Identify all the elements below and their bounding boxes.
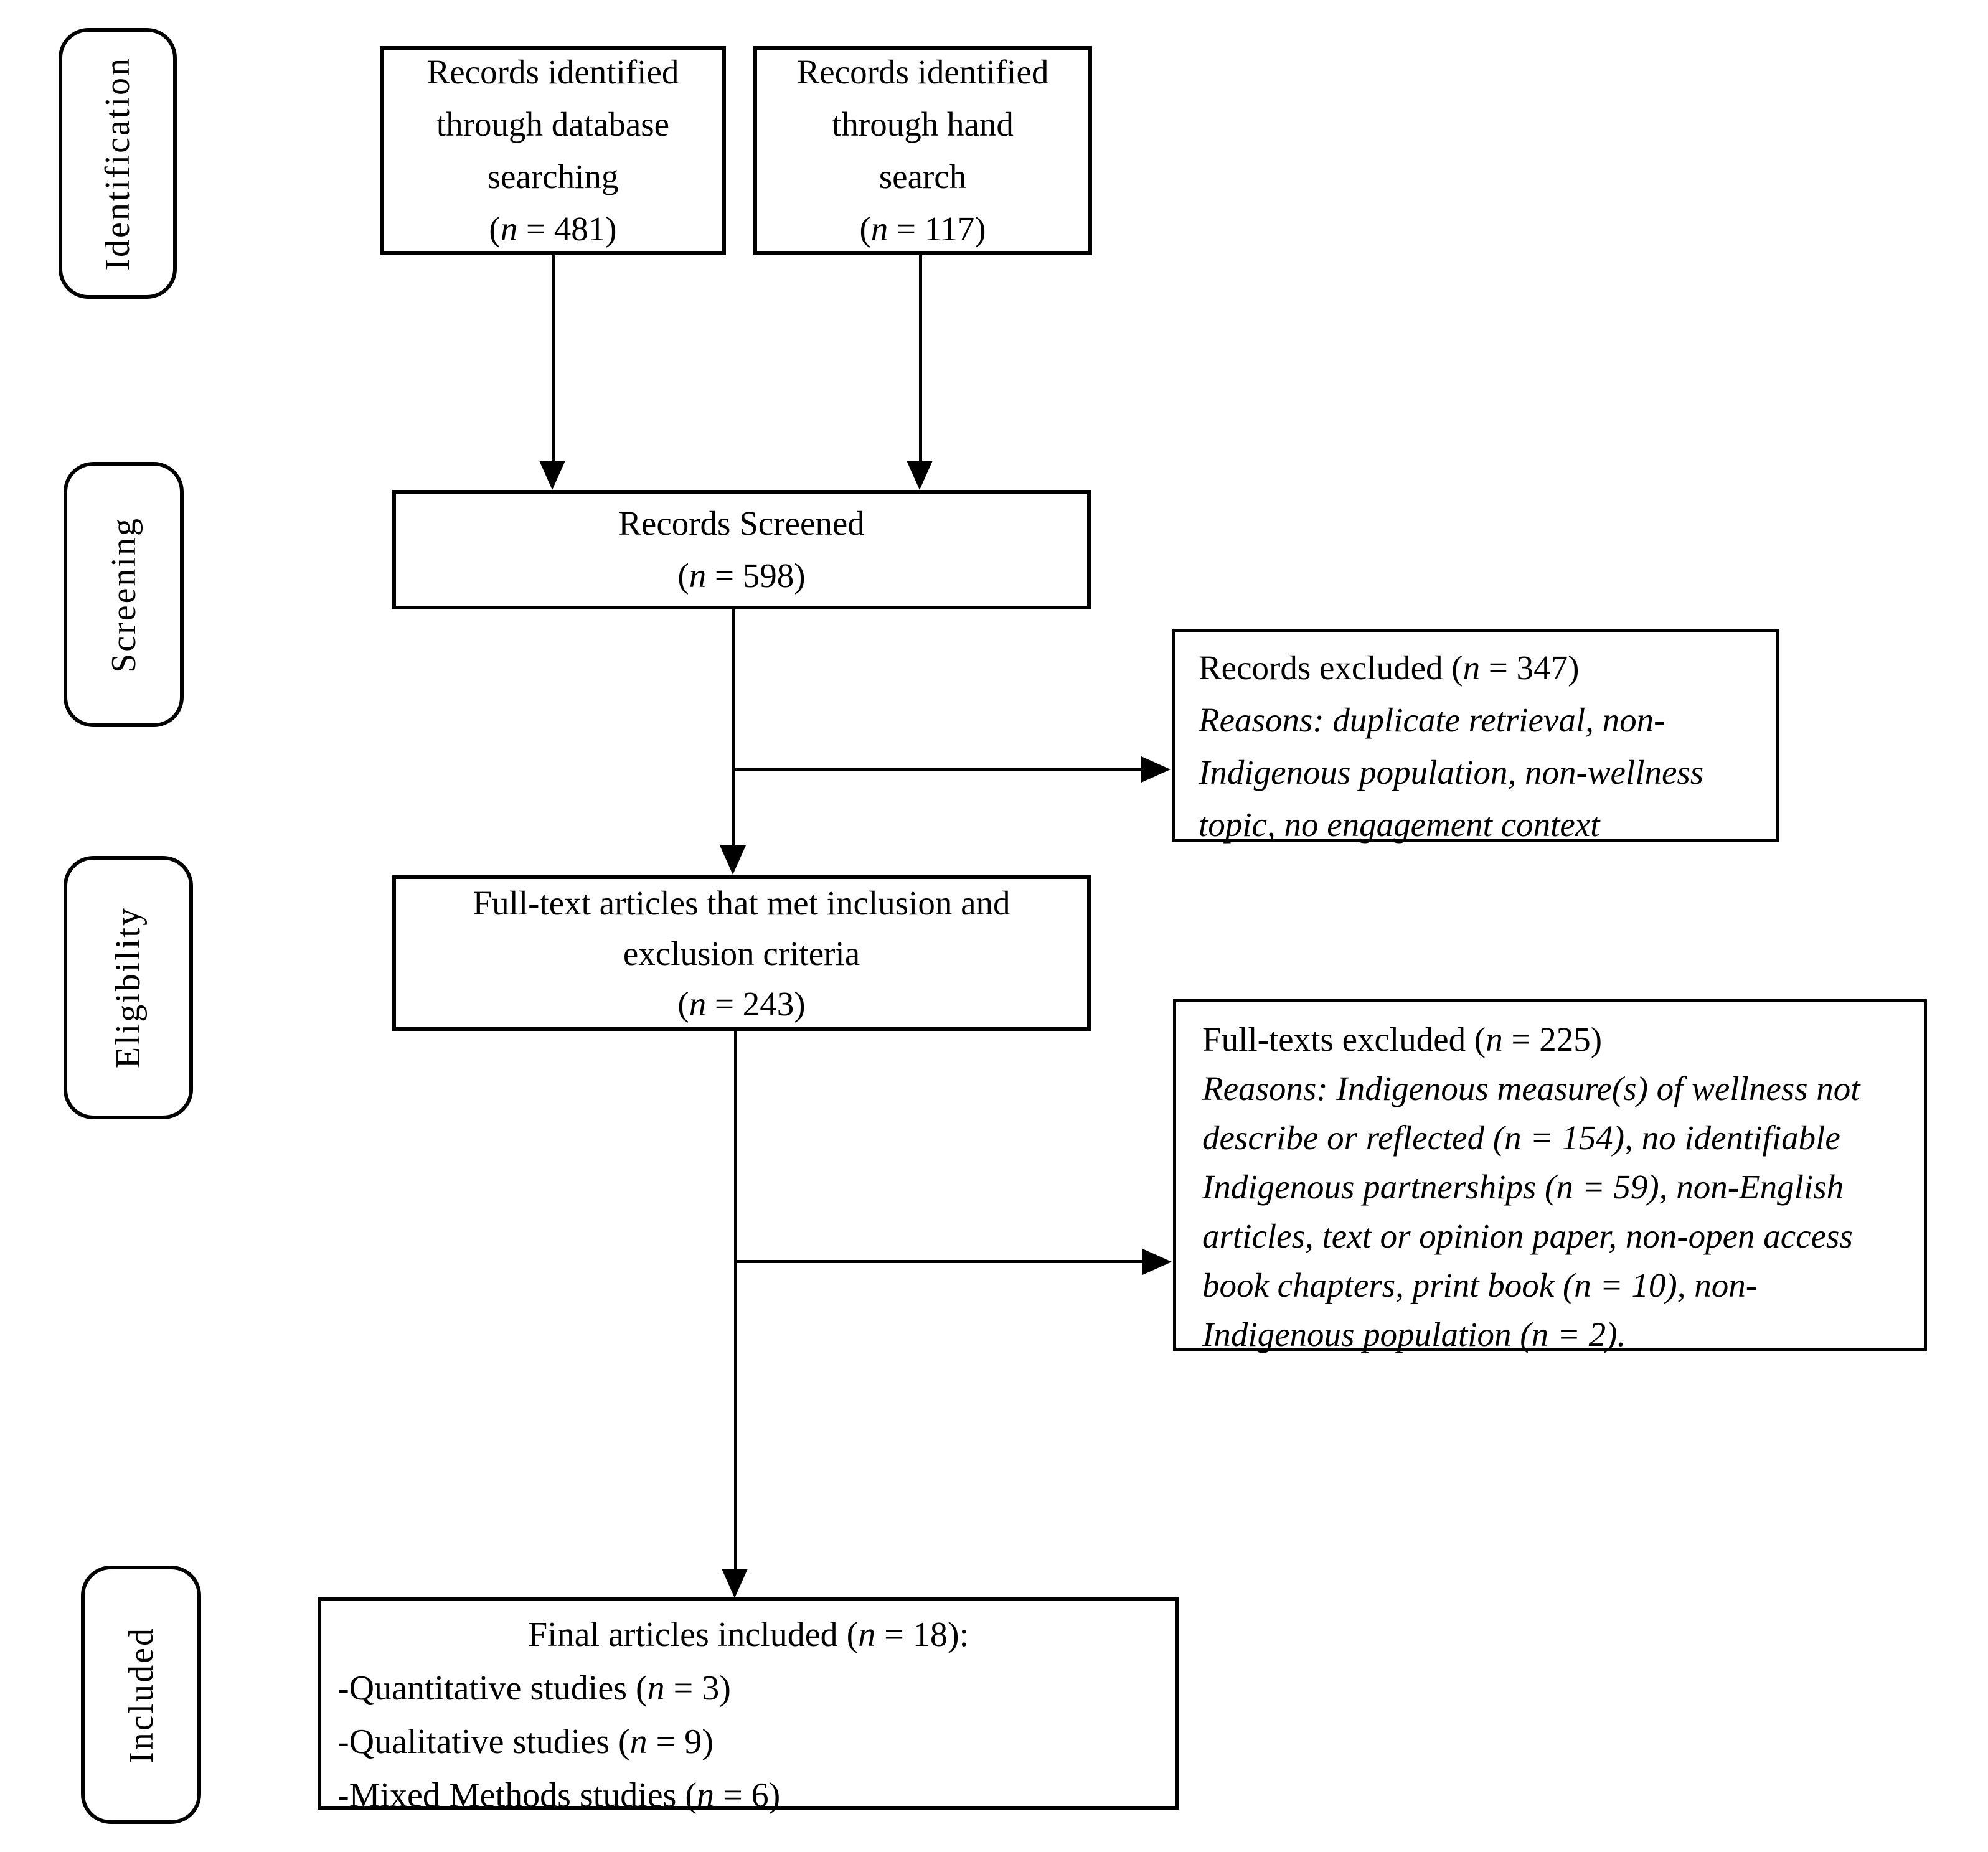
- box-records-screened: Records Screened (n = 598): [392, 490, 1091, 609]
- box-fulltexts-excluded-reasons: Reasons: Indigenous measure(s) of wellne…: [1202, 1069, 1860, 1353]
- connector-screened-to-excluded: [732, 768, 1142, 771]
- box-records-database-search-line: Records identified: [426, 53, 679, 91]
- box-records-database-search: Records identified through database sear…: [380, 46, 726, 255]
- stage-identification: Identification: [59, 28, 177, 299]
- stage-eligibility: Eligibility: [64, 856, 193, 1119]
- arrowhead-screened-to-fulltext: [720, 845, 746, 875]
- box-records-hand-search-line: Records identified: [796, 53, 1049, 91]
- connector-fulltext-to-excluded: [734, 1260, 1144, 1263]
- box-final-articles-item: -Quantitative studies (n = 3): [337, 1669, 731, 1708]
- box-fulltext-articles-count: (n = 243): [677, 984, 806, 1023]
- connector-hand-to-screened: [919, 255, 922, 462]
- stage-screening-label: Screening: [104, 516, 143, 673]
- box-records-database-search-count: (n = 481): [489, 210, 617, 248]
- connector-fulltext-to-final: [734, 1031, 737, 1570]
- stage-identification-label: Identification: [98, 56, 137, 271]
- box-records-hand-search-count: (n = 117): [859, 210, 986, 248]
- box-records-hand-search-line: search: [879, 157, 967, 195]
- stage-included: Included: [81, 1566, 201, 1824]
- box-final-articles-item: -Qualitative studies (n = 9): [337, 1723, 714, 1761]
- stage-included-label: Included: [121, 1626, 161, 1764]
- arrowhead-hand-to-screened: [907, 461, 933, 490]
- box-records-excluded-title: Records excluded (n = 347): [1199, 649, 1580, 687]
- box-records-screened-line: Records Screened: [618, 504, 865, 542]
- box-records-hand-search: Records identified through hand search (…: [753, 46, 1092, 255]
- arrowhead-database-to-screened: [539, 461, 565, 490]
- connector-database-to-screened: [552, 255, 555, 462]
- box-final-articles: Final articles included (n = 18): -Quant…: [318, 1597, 1179, 1815]
- stage-screening: Screening: [64, 462, 184, 727]
- box-records-excluded: Records excluded (n = 347) Reasons: dupl…: [1172, 629, 1779, 844]
- box-records-database-search-line: searching: [487, 157, 619, 195]
- box-final-articles-item: -Mixed Methods studies (n = 6): [337, 1776, 781, 1815]
- box-final-articles-title: Final articles included (n = 18):: [527, 1615, 969, 1654]
- box-records-hand-search-line: through hand: [832, 105, 1014, 143]
- box-records-database-search-line: through database: [436, 105, 670, 143]
- box-fulltext-articles-line: Full-text articles that met inclusion an…: [473, 883, 1010, 922]
- connector-screened-to-fulltext: [732, 609, 735, 847]
- box-fulltexts-excluded: Full-texts excluded (n = 225) Reasons: I…: [1173, 999, 1927, 1353]
- box-fulltexts-excluded-title: Full-texts excluded (n = 225): [1202, 1020, 1603, 1058]
- box-records-screened-count: (n = 598): [677, 557, 806, 595]
- box-records-excluded-reasons: Reasons: duplicate retrieval, non-Indige…: [1199, 701, 1704, 844]
- arrowhead-fulltext-to-excluded: [1142, 1249, 1172, 1275]
- arrowhead-screened-to-excluded: [1141, 756, 1171, 783]
- stage-eligibility-label: Eligibility: [109, 906, 148, 1069]
- box-fulltext-articles-line: exclusion criteria: [623, 934, 860, 972]
- arrowhead-fulltext-to-final: [722, 1569, 748, 1598]
- box-fulltext-articles: Full-text articles that met inclusion an…: [392, 875, 1091, 1031]
